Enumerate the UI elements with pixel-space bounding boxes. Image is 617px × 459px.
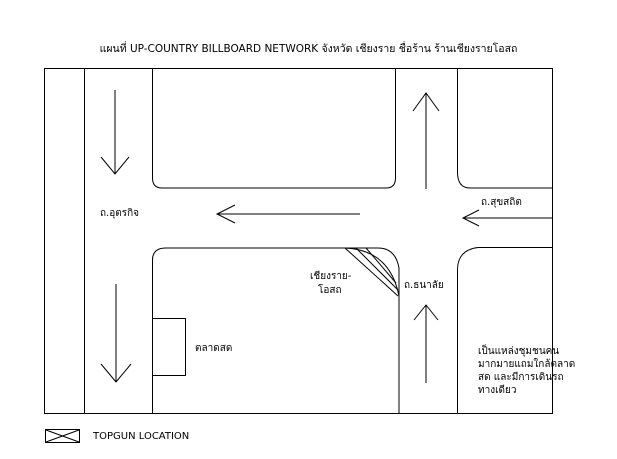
map-frame bbox=[44, 68, 553, 414]
road-label-thanalai: ถ.ธนาลัย bbox=[404, 280, 444, 291]
arrow-up-thanalai-upper bbox=[412, 92, 440, 189]
market-box bbox=[152, 318, 186, 376]
crossed-box-icon bbox=[45, 429, 80, 443]
block-lower-left bbox=[152, 247, 400, 413]
block-lower-right bbox=[457, 247, 552, 413]
road-label-utarakit: ถ.อุตรกิจ bbox=[100, 208, 140, 219]
area-note: เป็นแหล่งชุมชนคน มากมายแถมใกล้ตลาด สด แล… bbox=[478, 345, 588, 397]
arrow-up-thanalai-lower bbox=[413, 304, 439, 383]
area-note-line: เป็นแหล่งชุมชนคน bbox=[478, 346, 560, 357]
area-note-line: สด และมีการเดินรถ bbox=[478, 372, 564, 383]
arrow-left-suksathit bbox=[461, 209, 553, 227]
arrow-down-left-upper bbox=[100, 90, 130, 175]
store-location-marker bbox=[344, 247, 400, 297]
area-note-line: มากมายแถมใกล้ตลาด bbox=[478, 359, 576, 370]
map-title: แผนที่ UP-COUNTRY BILLBOARD NETWORK จังห… bbox=[99, 43, 518, 55]
road-label-suksathit: ถ.สุขสถิต bbox=[481, 197, 522, 208]
store-label-line1: เชียงราย- bbox=[310, 271, 352, 282]
block-upper-left bbox=[152, 69, 396, 189]
arrow-down-left-lower bbox=[100, 284, 132, 383]
area-note-line: ทางเดียว bbox=[478, 385, 517, 396]
arrow-left-utarakit bbox=[215, 204, 360, 224]
legend-label: TOPGUN LOCATION bbox=[93, 431, 190, 442]
block-upper-right bbox=[457, 69, 552, 189]
store-label-line2: โอสถ bbox=[318, 285, 342, 296]
market-label: ตลาดสด bbox=[195, 343, 233, 354]
